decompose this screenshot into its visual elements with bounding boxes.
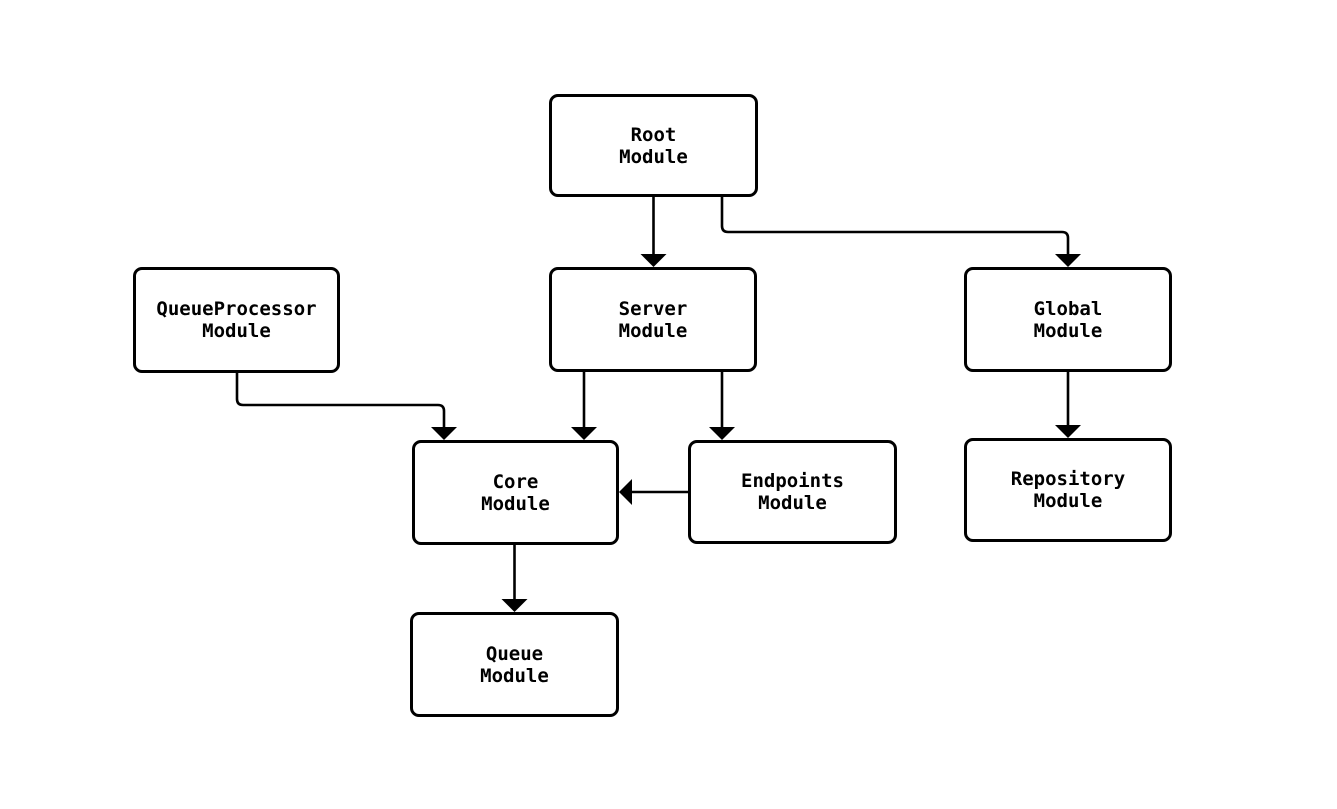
- node-queue-module: Queue Module: [410, 612, 619, 717]
- arrowhead-icon: [640, 254, 667, 267]
- node-server-module: Server Module: [549, 267, 757, 372]
- edge-root-to-server: [640, 197, 667, 267]
- node-label: Core Module: [481, 470, 550, 515]
- edge-queueprocessor-to-core: [235, 373, 457, 440]
- node-global-module: Global Module: [964, 267, 1172, 372]
- node-label: Endpoints Module: [741, 470, 844, 514]
- node-root-module: Root Module: [549, 94, 758, 197]
- edge-core-to-queue: [501, 545, 528, 612]
- node-label: QueueProcessor Module: [156, 298, 317, 342]
- node-endpoints-module: Endpoints Module: [688, 440, 897, 544]
- arrowhead-icon: [1055, 425, 1081, 438]
- arrowhead-icon: [709, 427, 735, 440]
- edge-line: [720, 197, 1070, 256]
- node-label: Server Module: [618, 297, 688, 342]
- node-label: Queue Module: [480, 642, 549, 687]
- node-repository-module: Repository Module: [964, 438, 1172, 542]
- node-label: Root Module: [619, 123, 688, 168]
- arrowhead-icon: [1055, 254, 1081, 267]
- node-queueprocessor-module: QueueProcessor Module: [133, 267, 340, 373]
- arrowhead-icon: [431, 427, 457, 440]
- edge-global-to-repository: [1055, 372, 1081, 438]
- edge-server-to-endpoints: [709, 372, 735, 440]
- node-label: Repository Module: [1010, 468, 1126, 512]
- node-core-module: Core Module: [412, 440, 619, 545]
- edge-root-to-global: [720, 197, 1081, 267]
- arrowhead-icon: [571, 427, 597, 440]
- arrowhead-icon: [619, 479, 632, 505]
- edge-line: [235, 373, 446, 429]
- arrowhead-icon: [501, 599, 528, 612]
- edge-server-to-core: [571, 372, 597, 440]
- node-label: Global Module: [1033, 297, 1103, 342]
- edge-endpoints-to-core: [619, 479, 688, 505]
